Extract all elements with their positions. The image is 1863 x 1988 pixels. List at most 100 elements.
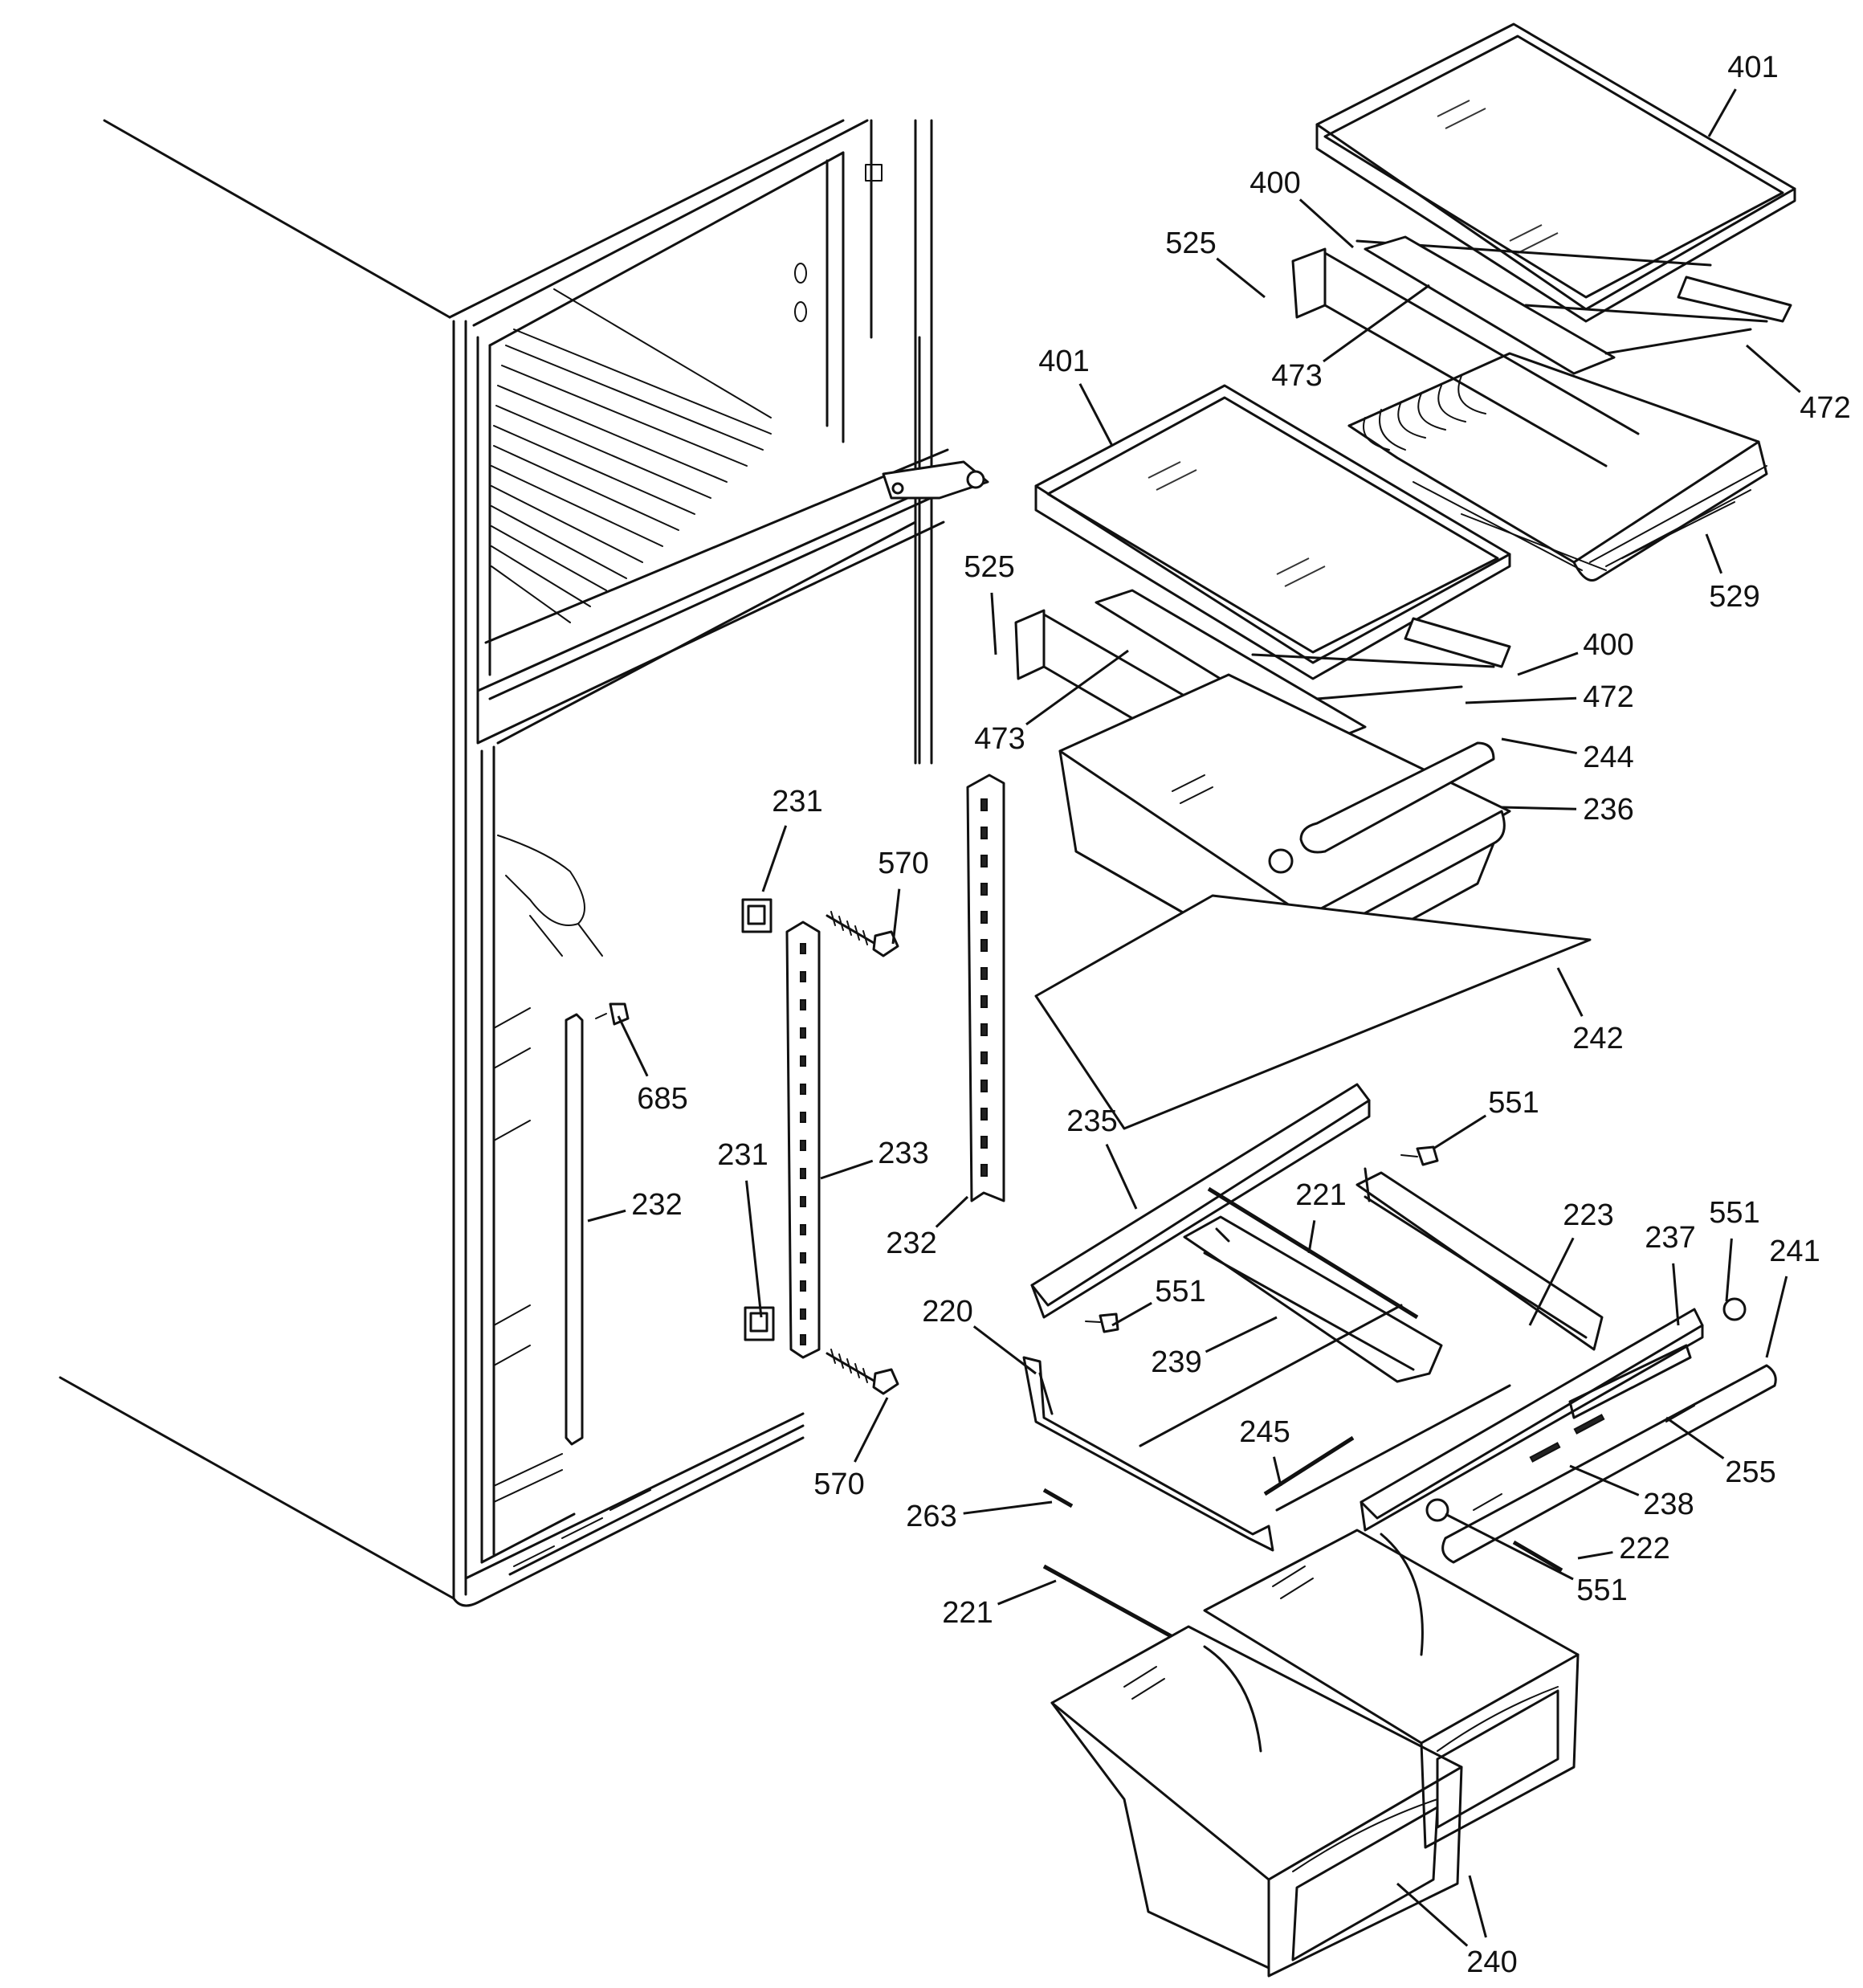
leader-line [617, 1015, 649, 1077]
leader-line [1205, 1316, 1278, 1353]
callout-551: 551 [1111, 1275, 1206, 1327]
leader-line [935, 1195, 969, 1228]
callout-221: 221 [1295, 1178, 1347, 1254]
leader-line [1672, 1263, 1680, 1326]
callout-label: 529 [1709, 580, 1759, 614]
leader-line [854, 1397, 889, 1463]
callout-685: 685 [617, 1015, 688, 1116]
glass-shelf-401-mid [1034, 384, 1511, 680]
callout-263: 263 [906, 1500, 1053, 1533]
leader-line [1577, 1551, 1613, 1560]
leader-line [1725, 1238, 1733, 1302]
callout-label: 241 [1769, 1235, 1820, 1268]
leader-line [1111, 1301, 1152, 1327]
callout-238: 238 [1569, 1464, 1694, 1521]
rail-232-slots [980, 798, 988, 1177]
callout-529: 529 [1705, 533, 1760, 614]
leader-line [963, 1500, 1053, 1515]
callout-570: 570 [813, 1397, 889, 1501]
callout-525: 525 [964, 550, 1015, 655]
callout-401: 401 [1038, 345, 1114, 447]
callout-label: 239 [1151, 1345, 1201, 1379]
callout-label: 245 [1239, 1415, 1290, 1449]
leader-line [1025, 649, 1129, 726]
callout-400: 400 [1517, 628, 1634, 676]
callout-label: 263 [906, 1500, 956, 1533]
glass-shelf-401-top [1315, 22, 1796, 323]
vent-grille-238 [1529, 1414, 1605, 1463]
callout-label: 472 [1583, 680, 1633, 714]
callout-222: 222 [1577, 1532, 1670, 1565]
leader-line [1445, 1512, 1574, 1581]
callout-label: 551 [1155, 1275, 1205, 1308]
leader-line [1517, 651, 1579, 676]
callout-label: 400 [1583, 628, 1633, 662]
callout-label: 473 [974, 722, 1025, 756]
shelf-supports [565, 774, 1005, 1446]
leader-line [990, 592, 997, 655]
shelf-frame-400-mid [1014, 589, 1511, 809]
callout-239: 239 [1151, 1316, 1278, 1379]
callout-241: 241 [1765, 1235, 1820, 1358]
callout-245: 245 [1239, 1415, 1290, 1487]
leader-line [1105, 1143, 1138, 1210]
leader-line [1665, 1416, 1725, 1459]
callout-244: 244 [1501, 737, 1634, 774]
callout-label: 570 [878, 847, 928, 880]
callout-label: 472 [1800, 391, 1850, 425]
callout-label: 236 [1583, 793, 1633, 827]
callout-label: 551 [1576, 1574, 1627, 1607]
rail-233-slots [800, 943, 806, 1345]
leader-line [1501, 806, 1577, 810]
callout-570: 570 [878, 847, 929, 945]
leader-line [745, 1180, 763, 1318]
callout-235: 235 [1066, 1104, 1138, 1210]
leader-line [1501, 737, 1577, 755]
leader-line [1396, 1882, 1469, 1947]
leader-line [1465, 696, 1577, 704]
callout-label: 233 [878, 1137, 928, 1170]
callout-label: 525 [1165, 227, 1216, 260]
callout-label: 240 [1466, 1945, 1517, 1979]
leader-line [1078, 383, 1114, 447]
callout-473: 473 [1271, 284, 1430, 393]
callout-label: 401 [1038, 345, 1089, 378]
leader-line [972, 1325, 1037, 1375]
callout-label: 570 [813, 1468, 864, 1501]
callout-232: 232 [587, 1188, 683, 1223]
leader-line [1298, 198, 1355, 249]
callout-401: 401 [1707, 51, 1779, 137]
callout-473: 473 [974, 649, 1129, 756]
leader-line [1323, 284, 1430, 363]
callout-551: 551 [1445, 1512, 1628, 1607]
leader-line [1307, 1220, 1316, 1254]
callout-472: 472 [1746, 344, 1851, 425]
callout-237: 237 [1645, 1221, 1696, 1326]
callout-220: 220 [922, 1295, 1037, 1375]
leader-line [891, 888, 901, 945]
callout-236: 236 [1501, 793, 1634, 827]
callout-label: 232 [886, 1227, 936, 1260]
callout-223: 223 [1528, 1198, 1614, 1326]
shelf-frame-400-top [1291, 235, 1792, 467]
callout-231: 231 [761, 785, 823, 892]
callout-label: 223 [1563, 1198, 1613, 1232]
callout-label: 231 [772, 785, 822, 818]
callout-label: 525 [964, 550, 1014, 584]
callout-255: 255 [1665, 1416, 1776, 1489]
leader-line [1556, 967, 1584, 1017]
callout-label: 237 [1645, 1221, 1695, 1255]
callout-label: 242 [1572, 1022, 1623, 1055]
callout-label: 238 [1643, 1488, 1694, 1521]
leader-line [1216, 257, 1266, 299]
callout-label: 244 [1583, 741, 1633, 774]
callout-label: 222 [1619, 1532, 1669, 1565]
callout-label: 551 [1709, 1196, 1759, 1230]
callout-525: 525 [1165, 227, 1266, 299]
leader-line [1765, 1276, 1788, 1358]
callout-551: 551 [1709, 1196, 1760, 1302]
leader-line [1468, 1875, 1487, 1938]
callout-label: 235 [1066, 1104, 1117, 1138]
